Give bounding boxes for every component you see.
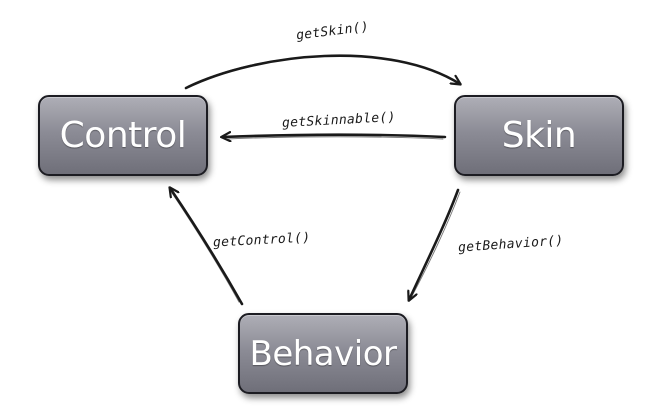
- skin-node: Skin: [454, 95, 624, 176]
- arrow-getbehavior: [409, 188, 461, 300]
- skin-node-label: Skin: [501, 115, 577, 156]
- arrow-getskin: [184, 54, 460, 90]
- control-node: Control: [38, 95, 208, 176]
- arrow-getcontrol: [170, 188, 244, 306]
- control-node-label: Control: [59, 115, 187, 156]
- behavior-node: Behavior: [238, 313, 408, 394]
- behavior-node-label: Behavior: [249, 333, 397, 374]
- arrow-getskinnable: [222, 135, 447, 139]
